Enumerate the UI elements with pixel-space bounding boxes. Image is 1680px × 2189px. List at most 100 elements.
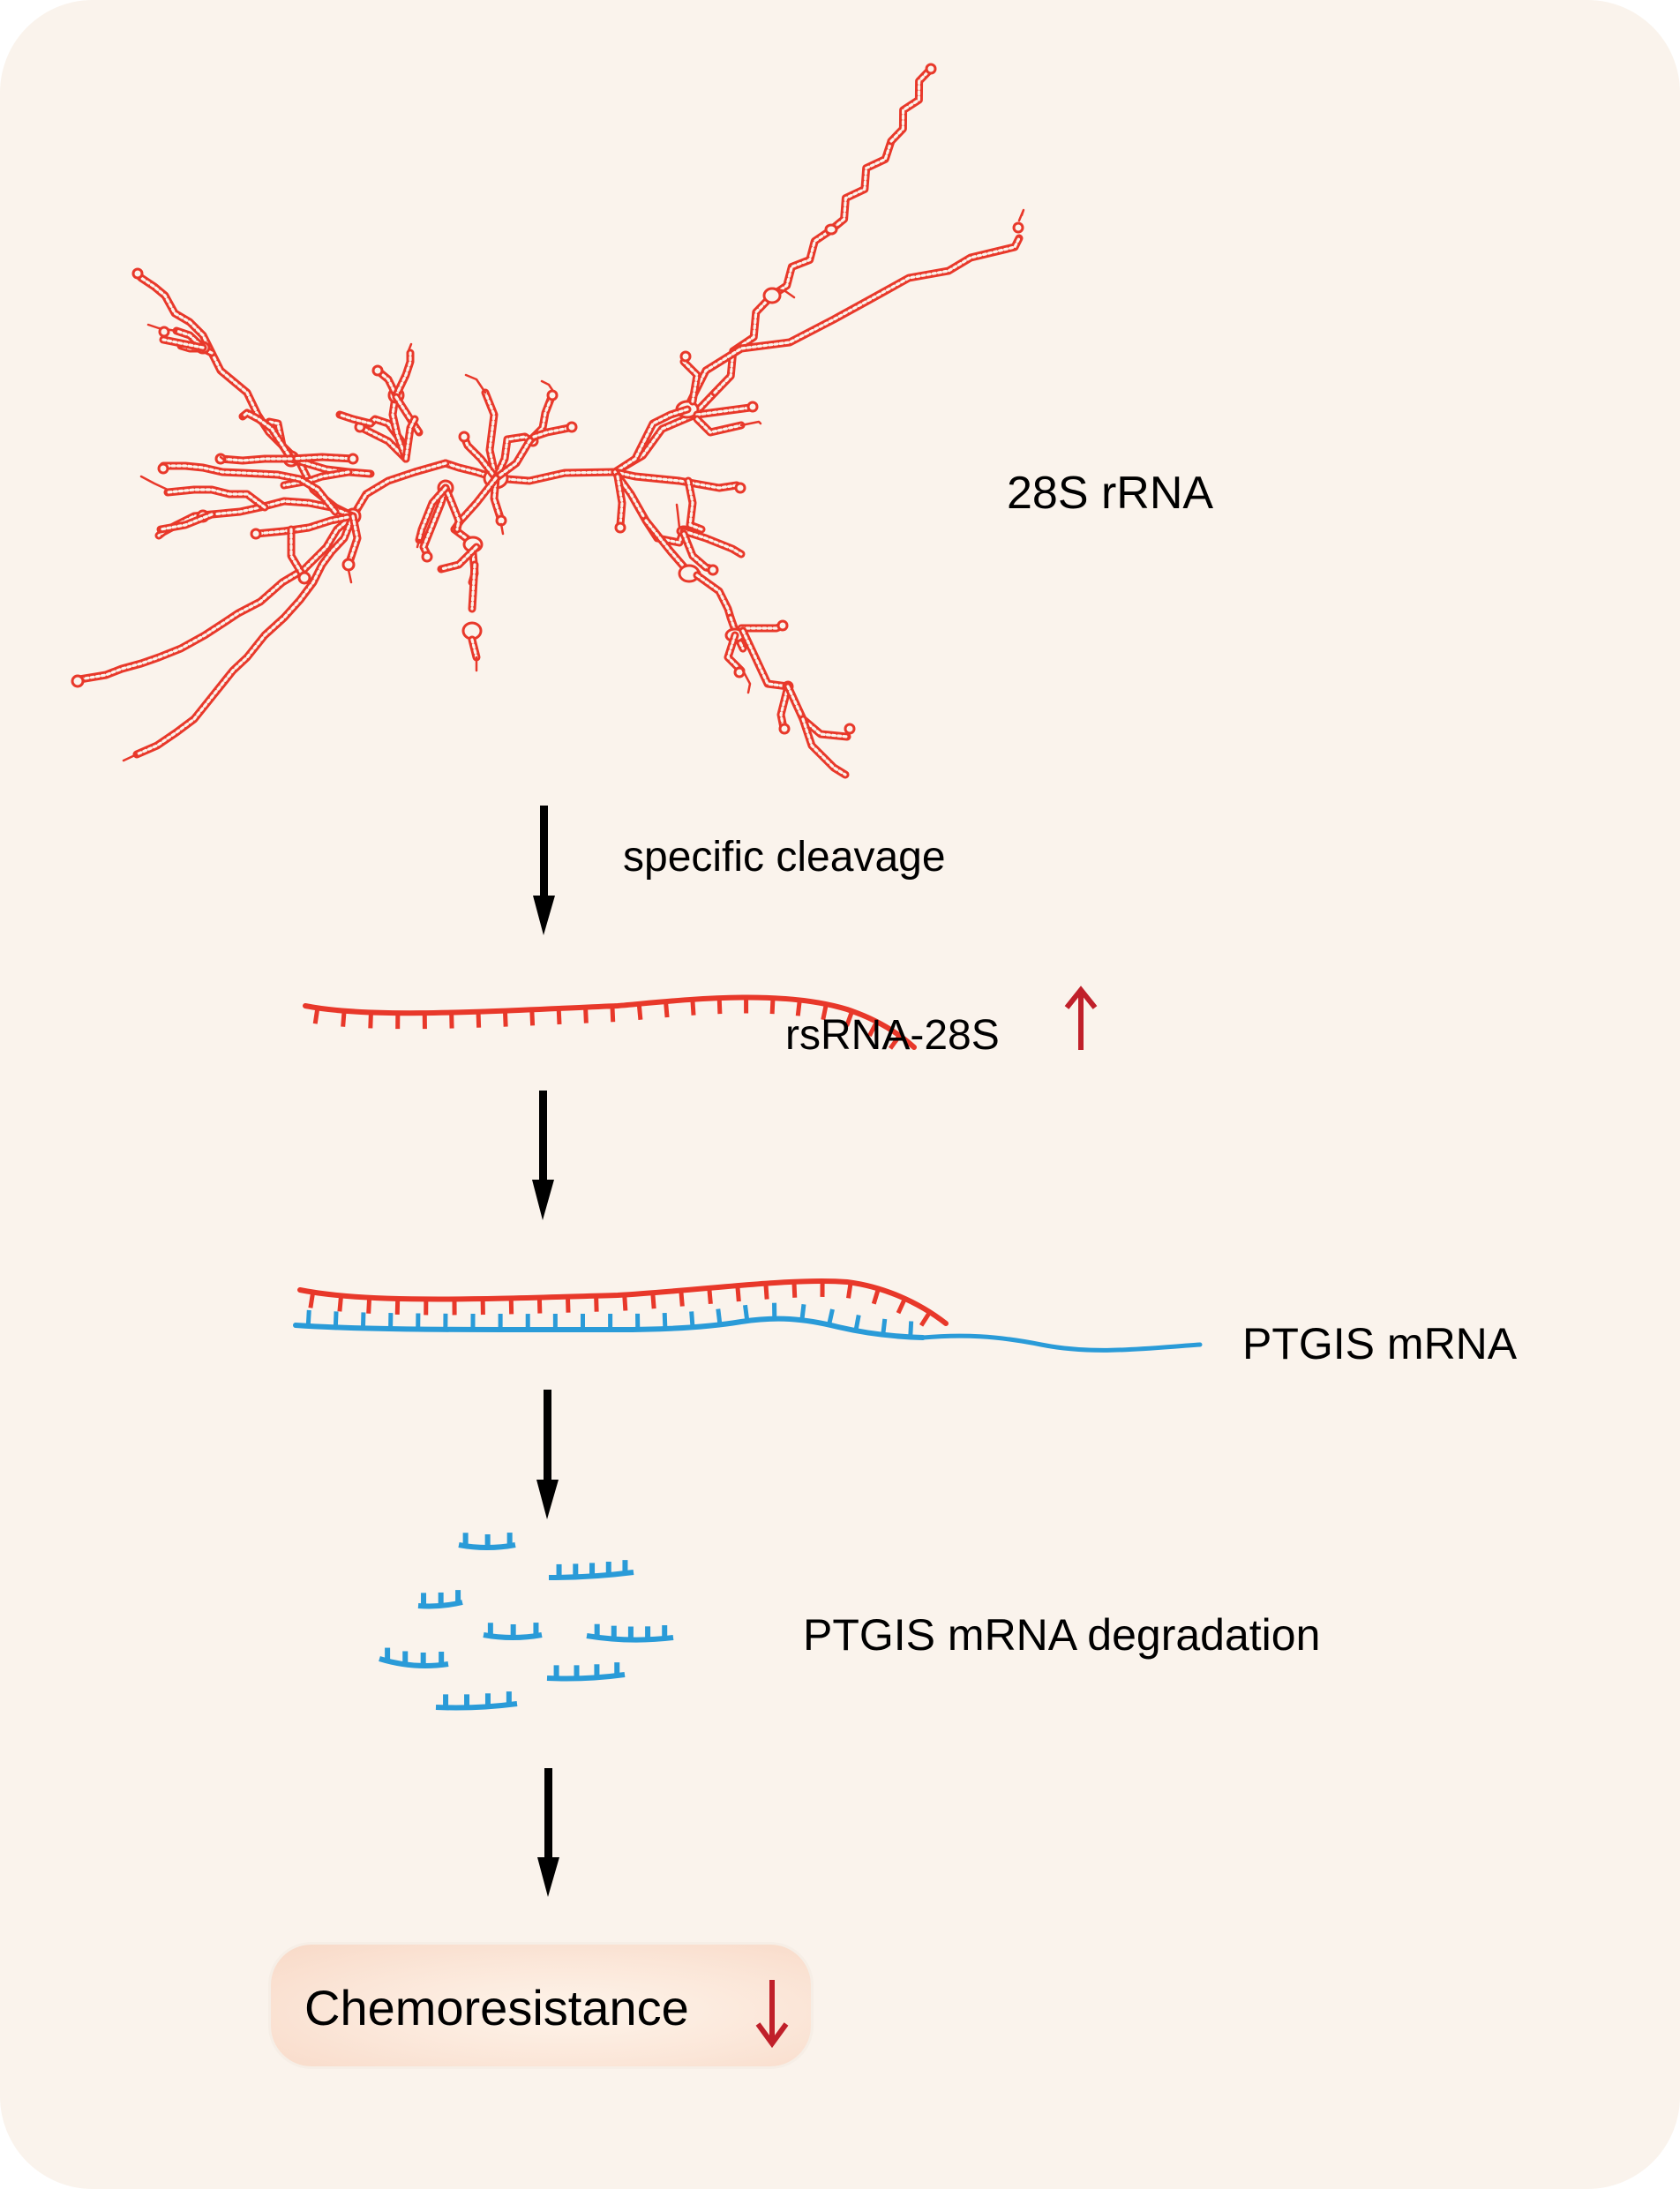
rrna-loop [614, 521, 626, 534]
base-tick [821, 1003, 829, 1021]
label-ptgis-mrna: PTGIS mRNA [1242, 1319, 1518, 1368]
arrow-to-degradation [536, 1390, 559, 1519]
rrna-stem [415, 484, 450, 544]
base-tick [881, 1318, 888, 1336]
rrna-single-strand [772, 287, 796, 299]
rrna-loop [214, 453, 227, 465]
rrna-loop [341, 558, 356, 572]
rrna-stem [737, 622, 785, 633]
mrna-fragment [417, 1590, 463, 1609]
mrna-fragment [458, 1533, 516, 1550]
base-tick [366, 1297, 372, 1314]
base-tick [763, 1283, 769, 1300]
rrna-stem [251, 512, 357, 538]
base-tick [583, 1007, 589, 1023]
rrna-loop [371, 364, 384, 377]
mrna-fragment [379, 1647, 449, 1668]
rrna-stem [280, 468, 353, 490]
rrna-single-strand [741, 669, 752, 694]
rrna-stem [134, 271, 357, 521]
rrna-single-strand [739, 420, 762, 427]
base-tick [769, 997, 776, 1015]
rrna-single-strand [122, 753, 139, 762]
rrna-stem [163, 485, 269, 512]
base-tick [871, 1287, 881, 1305]
base-tick [476, 1011, 482, 1028]
rrna-stem [799, 715, 850, 779]
base-tick [799, 1304, 806, 1321]
rrna-stem [156, 510, 216, 534]
rrna-stem [441, 484, 463, 534]
rrna-stem [693, 415, 746, 437]
rrna-stem [693, 571, 735, 622]
rrna-stem [75, 512, 357, 684]
base-tick [529, 1009, 536, 1026]
mrna-fragment [435, 1691, 518, 1711]
arrow-cleavage [533, 806, 555, 935]
rrna-loop [746, 401, 759, 413]
rrna-loop [131, 267, 144, 280]
arrow-to-chemoresistance [537, 1768, 559, 1897]
rrna-single-strand [540, 379, 554, 392]
rrna-stem [357, 424, 410, 463]
chemoresistance-box: Chemoresistance [271, 1945, 811, 2066]
rrna-stem [468, 560, 479, 613]
rrna-loop [250, 528, 262, 540]
rrna-single-strand [219, 455, 227, 462]
rrna-stem [349, 459, 450, 521]
base-tick [610, 1006, 616, 1023]
base-tick [716, 1308, 723, 1325]
rrna-single-strand [146, 323, 178, 333]
rrna-stem [611, 405, 692, 476]
rrna-stem [739, 626, 792, 691]
base-tick [844, 1010, 855, 1027]
rsrna-strand-icon [303, 994, 917, 1050]
increase-indicator-icon [1064, 986, 1098, 1050]
label-rsrna-28s: rsRNA-28S [785, 1012, 1000, 1059]
base-tick [312, 1008, 320, 1024]
rrna-stem [216, 454, 296, 465]
rrna-single-strand [406, 342, 413, 355]
rrna-single-strand [1017, 208, 1025, 222]
rrna-loop [458, 431, 470, 443]
base-tick [689, 1311, 695, 1328]
rrna-stem [693, 403, 754, 419]
rrna-stem [437, 543, 481, 573]
rrna-loop [297, 571, 311, 585]
rrna-loop [776, 619, 789, 632]
base-tick [679, 1290, 685, 1307]
rrna-loop [734, 482, 746, 494]
rrna-stem [724, 631, 746, 675]
rrna-single-strand [347, 568, 353, 584]
rrna-loop [925, 63, 937, 75]
base-tick [662, 1312, 668, 1330]
rsrna-mrna-duplex-icon [293, 1278, 1203, 1353]
rrna-loop [566, 421, 578, 433]
decrease-indicator-icon [755, 1980, 789, 2049]
rrna-loop [762, 287, 782, 304]
base-tick [896, 1297, 907, 1315]
base-tick [308, 1292, 316, 1308]
base-tick [735, 1285, 741, 1302]
base-tick [888, 1034, 902, 1050]
rrna-stem [684, 476, 706, 534]
rrna-stem [419, 484, 450, 560]
rrna-stem [401, 415, 419, 463]
mrna-fragments-icon [379, 1533, 674, 1711]
rrna-loop [707, 564, 719, 576]
base-tick [791, 1281, 798, 1298]
rrna-stem [238, 409, 296, 463]
rrna-loop [1012, 221, 1024, 234]
rrna-loop [421, 551, 433, 563]
mrna-tail [920, 1333, 1203, 1353]
label-chemoresistance: Chemoresistance [304, 1980, 689, 2035]
base-tick [333, 1311, 339, 1328]
base-tick [305, 1309, 311, 1327]
rrna-single-strand [139, 475, 169, 491]
base-tick [742, 1304, 750, 1322]
base-tick [827, 1308, 835, 1326]
rrna-stem [684, 234, 1024, 410]
rrna-stem [287, 525, 309, 582]
base-tick [795, 1000, 802, 1016]
